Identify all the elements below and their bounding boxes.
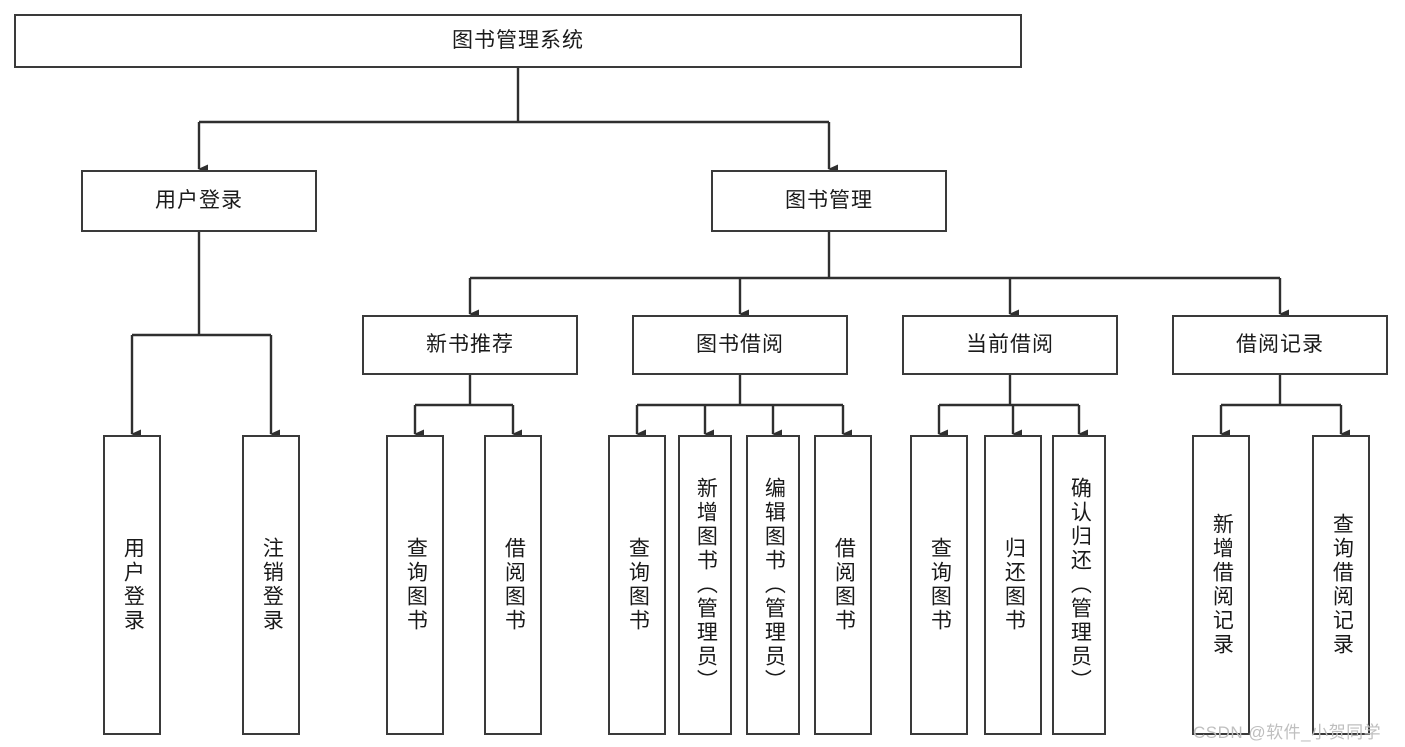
node-label: 查询图书 — [626, 537, 650, 633]
node-leaf-add-book[interactable]: 新增图书（管理员） — [678, 435, 732, 735]
node-current-borrow[interactable]: 当前借阅 — [902, 315, 1118, 375]
node-label: 借阅图书 — [832, 537, 856, 633]
node-leaf-confirm-return[interactable]: 确认归还（管理员） — [1052, 435, 1106, 735]
node-leaf-query-book-2[interactable]: 查询图书 — [608, 435, 666, 735]
node-leaf-query-book-3[interactable]: 查询图书 — [910, 435, 968, 735]
node-leaf-edit-book[interactable]: 编辑图书（管理员） — [746, 435, 800, 735]
node-label: 新增图书（管理员） — [694, 477, 718, 693]
node-root[interactable]: 图书管理系统 — [14, 14, 1022, 68]
node-leaf-query-book-1[interactable]: 查询图书 — [386, 435, 444, 735]
node-leaf-user-login[interactable]: 用户登录 — [103, 435, 161, 735]
connector-lines — [130, 68, 1350, 439]
node-label: 注销登录 — [260, 537, 284, 633]
node-label: 图书借阅 — [696, 332, 784, 356]
node-label: 归还图书 — [1002, 537, 1026, 633]
node-book-manage[interactable]: 图书管理 — [711, 170, 947, 232]
node-leaf-logout[interactable]: 注销登录 — [242, 435, 300, 735]
node-new-book-rec[interactable]: 新书推荐 — [362, 315, 578, 375]
node-label: 图书管理系统 — [452, 28, 584, 52]
node-label: 借阅图书 — [502, 537, 526, 633]
node-label: 用户登录 — [121, 537, 145, 633]
node-borrow-record[interactable]: 借阅记录 — [1172, 315, 1388, 375]
node-label: 图书管理 — [785, 188, 873, 212]
node-label: 当前借阅 — [966, 332, 1054, 356]
node-leaf-borrow-book-1[interactable]: 借阅图书 — [484, 435, 542, 735]
node-label: 编辑图书（管理员） — [762, 477, 786, 693]
node-user-login[interactable]: 用户登录 — [81, 170, 317, 232]
node-label: 查询借阅记录 — [1330, 513, 1354, 657]
node-label: 确认归还（管理员） — [1068, 477, 1092, 693]
node-book-borrow[interactable]: 图书借阅 — [632, 315, 848, 375]
node-label: 查询图书 — [928, 537, 952, 633]
node-label: 新书推荐 — [426, 332, 514, 356]
node-label: 新增借阅记录 — [1210, 513, 1234, 657]
node-label: 用户登录 — [155, 188, 243, 212]
node-label: 借阅记录 — [1236, 332, 1324, 356]
node-leaf-add-record[interactable]: 新增借阅记录 — [1192, 435, 1250, 735]
node-leaf-borrow-book-2[interactable]: 借阅图书 — [814, 435, 872, 735]
node-leaf-query-record[interactable]: 查询借阅记录 — [1312, 435, 1370, 735]
node-leaf-return-book[interactable]: 归还图书 — [984, 435, 1042, 735]
node-label: 查询图书 — [404, 537, 428, 633]
